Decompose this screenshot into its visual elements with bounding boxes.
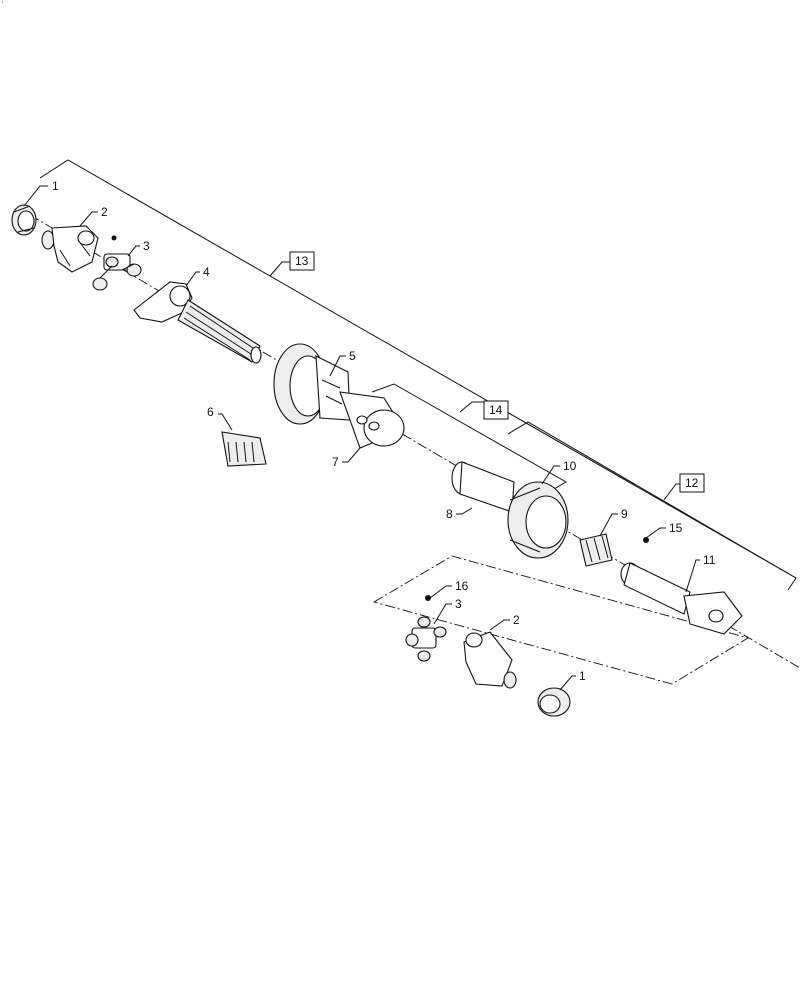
callout-16: 16 [455, 579, 469, 593]
callout-2-lower: 2 [513, 613, 520, 627]
corner-mark: · [1, 0, 4, 8]
callout-labels: 1 2 3 4 5 6 7 8 9 10 11 15 16 3 2 1 [52, 179, 716, 683]
callout-11: 11 [703, 553, 716, 567]
part-8-inner-tube [451, 461, 515, 513]
callout-15: 15 [669, 521, 683, 535]
part-3-cross-upper [92, 235, 142, 291]
part-11-yoke-tube [620, 562, 743, 635]
callout-4: 4 [203, 265, 210, 279]
assembly-ref-13: 13 [269, 251, 315, 277]
part-3-cross-lower [405, 616, 447, 662]
part-1-collar-lower [537, 687, 571, 717]
part-4-splined-shaft [133, 281, 262, 364]
callout-5: 5 [349, 349, 356, 363]
assembly-ref-12: 12 [663, 473, 705, 501]
assembly-ref-14-label: 14 [489, 403, 503, 417]
callout-7: 7 [332, 455, 339, 469]
part-9-bearing-ring [579, 533, 613, 567]
callout-2-upper: 2 [101, 205, 108, 219]
yoke-group-boundary [372, 555, 750, 685]
callout-1-upper: 1 [52, 179, 59, 193]
callout-3-lower: 3 [455, 597, 462, 611]
assembly-ref-13-label: 13 [295, 254, 309, 268]
part-15-lube-fitting [643, 537, 649, 543]
callout-3-upper: 3 [143, 239, 150, 253]
part-7-outer-tube [339, 391, 405, 449]
callout-1-lower: 1 [579, 669, 586, 683]
part-5-guard-cone [273, 343, 351, 425]
assembly-bracket-12 [507, 421, 797, 579]
assembly-bracket-14 [371, 383, 568, 491]
leader-lines [23, 185, 700, 691]
assembly-bracket-13 [39, 159, 797, 591]
callout-8: 8 [446, 507, 453, 521]
callout-6: 6 [207, 405, 214, 419]
part-6-bearing-ring [221, 431, 267, 467]
part-10-inner-guard [507, 481, 569, 559]
part-1-collar-upper [11, 204, 37, 236]
part-2-yoke-upper [41, 225, 99, 273]
callout-9: 9 [621, 507, 628, 521]
part-2-yoke-lower [463, 631, 517, 689]
callout-10: 10 [563, 459, 577, 473]
assembly-ref-14: 14 [459, 400, 509, 420]
part-16-lube-fitting [425, 595, 431, 601]
assembly-ref-12-label: 12 [685, 476, 699, 490]
